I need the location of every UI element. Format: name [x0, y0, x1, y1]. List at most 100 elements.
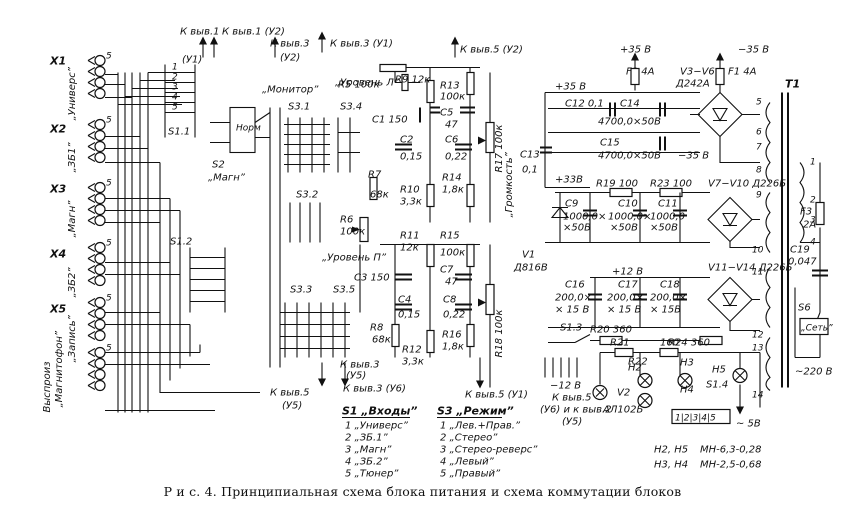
c2-label: C2 [400, 135, 413, 146]
jack-pin-number: 5 [106, 239, 112, 249]
out-v3-u6: К выв.3 (У6) [343, 384, 406, 395]
power-supply: +35 В −35 В F2 4А F1 4А V3−V6 Д242А +35 … [513, 45, 833, 471]
figure-caption: Р и с. 4. Принципиальная схема блока пит… [163, 484, 682, 499]
c8-label: C8 [443, 295, 456, 306]
v-m35b: −35 В [678, 151, 709, 162]
r14-label: R14 [442, 173, 462, 184]
h4-label: H4 [680, 385, 694, 396]
s14-positions: 1|2|3|4|5 [675, 414, 716, 424]
c5-value: 47 [445, 120, 458, 131]
s6-mains-label: „Сеть” [801, 324, 833, 334]
jack-pin-mark [87, 153, 96, 162]
r6-value: 100к [340, 227, 365, 238]
t1-label: T1 [785, 78, 800, 91]
r8-value: 68к [372, 335, 391, 346]
c17-value2: × 15 В [607, 305, 641, 316]
out-v5-u6: К выв.5 [552, 393, 592, 404]
jack-contact [94, 54, 106, 67]
lamps-h3h4: H3, H4 [654, 460, 688, 471]
jack-pin-mark [87, 359, 96, 368]
f1-label: F1 4А [728, 67, 757, 78]
s35-label: S3.5 [333, 285, 355, 296]
jack-pin-mark [87, 142, 96, 151]
c13-label: C13 [520, 150, 540, 161]
connector-x5-playback-label: Выспроиз [42, 361, 53, 412]
c7-value: 47 [445, 277, 458, 288]
jack-contact [94, 118, 106, 131]
v11v14-label: V11−V14 Д226Б [708, 263, 793, 274]
jack-pin-mark [87, 120, 96, 129]
out-v3-u2: К выв.3 [270, 39, 310, 50]
connector-x1-id: X1 [49, 55, 66, 68]
jack-contact [94, 346, 106, 359]
jack-contact [94, 296, 106, 309]
tone-network-upper: R5 100к R9 12к R13 100к R17 100к C1 150 … [338, 63, 505, 243]
jack-pin-mark [87, 381, 96, 390]
s2-label: S2 [212, 160, 225, 171]
switch-s2: „Монитор” Норм S2 „Магн” [208, 85, 319, 184]
jack-pin-mark [87, 309, 96, 318]
r12-label: R12 [402, 345, 422, 356]
t1-pin6: 6 [756, 128, 762, 138]
jack-pin-mark [87, 194, 96, 203]
out-v3-u5: К выв.3 [340, 360, 380, 371]
r11-value: 12к [400, 243, 419, 254]
r16-label: R16 [442, 330, 462, 341]
lamps-h3h4-value: МН-2,5-0,68 [700, 460, 762, 471]
jack-contact [94, 357, 106, 370]
s11-pin1: 1 [172, 63, 178, 73]
jack-pin-mark [87, 331, 96, 340]
r23-label: R23 100 [650, 179, 692, 190]
out-v3-u2b: (У2) [280, 53, 300, 64]
s2-monitor-label: „Монитор” [262, 85, 319, 96]
jack-contact [94, 129, 106, 142]
r9-label: R9 12к [395, 75, 430, 86]
out-v5-u5: К выв.5 [270, 388, 310, 399]
c16-value: 200,0× [555, 293, 592, 304]
v3v6-diode: Д242А [675, 79, 710, 90]
r15-label: R15 [440, 231, 460, 242]
h2-label: H2 [628, 363, 642, 374]
connector-x5-label: „Запись” [67, 314, 78, 362]
t1-pin2: 2 [810, 196, 816, 206]
legend-s1-item-3: 3 „Магн” [345, 445, 392, 456]
s11-label: S1.1 [168, 127, 190, 138]
f3-value: 2А [803, 220, 816, 231]
v-m5: ~ 5В [736, 419, 761, 430]
t1-pin1: 1 [810, 158, 816, 168]
jack-contact [94, 307, 106, 320]
c11-label: C11 [658, 199, 678, 210]
jack-contact [94, 76, 106, 89]
f3-label: F3 [800, 207, 812, 218]
volume-label: „Громкость” [504, 151, 515, 217]
c9-value2: ×50В [563, 223, 591, 234]
legend-s3: S3 „Режим” 1 „Лев.+Прав.” 2 „Стерео” 3 „… [437, 405, 538, 480]
jack-pin-number: 5 [106, 294, 112, 304]
s11-pin4: 4 [172, 93, 178, 103]
c17-value: 200,0× [607, 293, 644, 304]
v2-label: V2 [617, 388, 630, 399]
out-v5-u5b: (У5) [282, 401, 302, 412]
r8-label: R8 [370, 323, 383, 334]
v1-label: V1 [522, 250, 535, 261]
r19-label: R19 100 [596, 179, 638, 190]
jack-contact [94, 329, 106, 342]
out-v5-u6b: (У6) и к выв.2 [540, 405, 612, 416]
c12-label: C12 0,1 [565, 99, 604, 110]
out-v5-u1: К выв.5 (У1) [465, 390, 528, 401]
lamps-h2h5-value: МН-6,3-0,28 [700, 445, 762, 456]
c6-label: C6 [445, 135, 458, 146]
c5-label: C5 [440, 108, 453, 119]
connector-x3-id: X3 [49, 183, 66, 196]
c14-label: C14 [620, 99, 640, 110]
legend-s1-item-4: 4 „ЗБ.2” [345, 457, 389, 468]
r12-value: 3,3к [402, 357, 424, 368]
c1-label: C1 150 [372, 115, 408, 126]
r15-value: 100к [440, 248, 465, 259]
t1-pin9: 9 [756, 191, 762, 201]
c13-value: 0,1 [522, 165, 538, 176]
r7-value: 68к [370, 190, 389, 201]
c6-value: 0,22 [445, 152, 467, 163]
v-m35: −35 В [738, 45, 769, 56]
r11-label: R11 [400, 231, 420, 242]
